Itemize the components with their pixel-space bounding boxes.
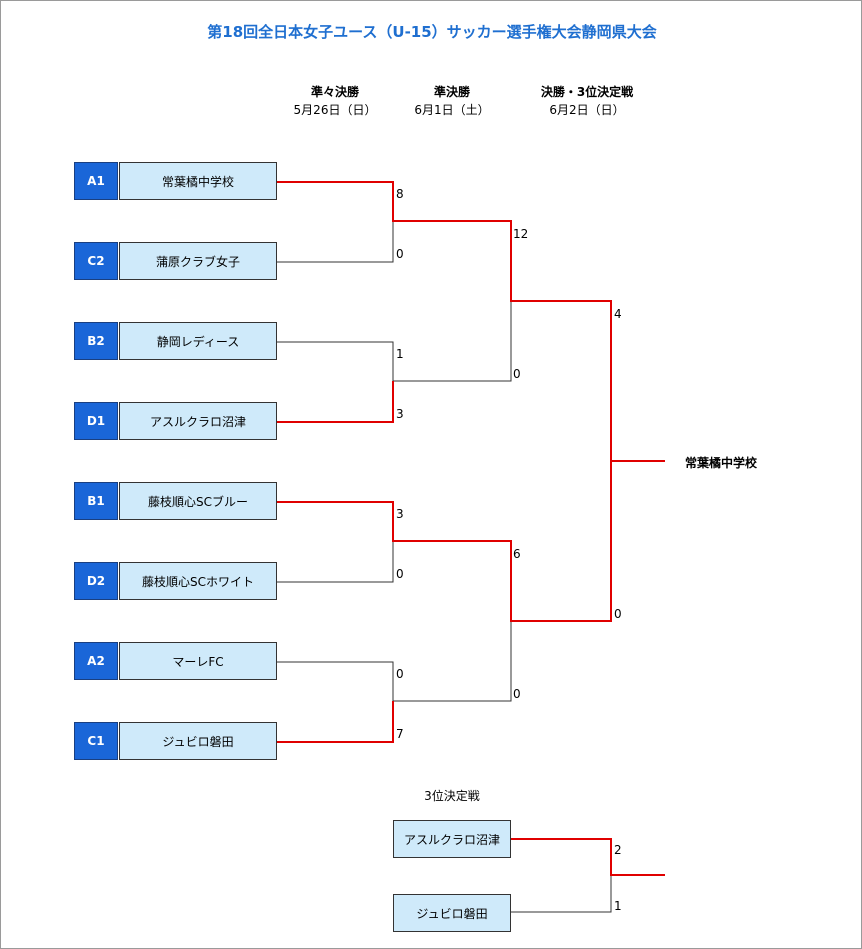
bracket-line-winner <box>277 381 394 423</box>
page-title: 第18回全日本女子ユース（U-15）サッカー選手権大会静岡県大会 <box>207 23 657 41</box>
score-label: 2 <box>614 843 622 857</box>
bracket-line-loser <box>277 221 394 263</box>
seed-badge: C1 <box>74 722 118 760</box>
score-label: 12 <box>513 227 529 241</box>
seed-badge: D2 <box>74 562 118 600</box>
score-label: 0 <box>614 607 622 621</box>
team-box: ジュビロ磐田 <box>119 722 277 760</box>
seed-badge: A2 <box>74 642 118 680</box>
bracket-line-winner <box>277 461 612 622</box>
score-label: 7 <box>396 727 404 741</box>
team-box: 蒲原クラブ女子 <box>119 242 277 280</box>
bracket-line-winner <box>511 838 665 876</box>
bracket-line-loser <box>277 541 394 583</box>
bracket-line-loser <box>511 875 612 913</box>
team-box: 静岡レディース <box>119 322 277 360</box>
bracket-line-loser <box>277 341 394 381</box>
bracket-line-loser <box>393 621 512 702</box>
round-date: 6月2日（日） <box>549 103 625 117</box>
round-name: 準決勝 <box>433 85 470 99</box>
round-date: 5月26日（日） <box>293 103 377 117</box>
team-box: 藤枝順心SCブルー <box>119 482 277 520</box>
score-label: 1 <box>614 899 622 913</box>
third-place-team-box: アスルクラロ沼津 <box>393 820 511 858</box>
score-label: 0 <box>396 247 404 261</box>
team-box: 常葉橘中学校 <box>119 162 277 200</box>
round-date: 6月1日（土） <box>414 103 490 117</box>
score-label: 8 <box>396 187 404 201</box>
score-label: 1 <box>396 347 404 361</box>
score-label: 3 <box>396 507 404 521</box>
round-header-final: 決勝・3位決定戦 6月2日（日） <box>507 83 667 119</box>
seed-badge: A1 <box>74 162 118 200</box>
score-label: 0 <box>396 667 404 681</box>
champion-label: 常葉橘中学校 <box>685 456 758 470</box>
score-label: 0 <box>396 567 404 581</box>
third-place-team-box: ジュビロ磐田 <box>393 894 511 932</box>
bracket-line-loser <box>393 301 512 382</box>
team-box: マーレFC <box>119 642 277 680</box>
seed-badge: B1 <box>74 482 118 520</box>
round-header-quarterfinal: 準々決勝 5月26日（日） <box>255 83 415 119</box>
round-name: 準々決勝 <box>310 85 359 99</box>
score-label: 0 <box>513 367 521 381</box>
score-label: 6 <box>513 547 521 561</box>
seed-badge: B2 <box>74 322 118 360</box>
bracket-line-winner <box>277 181 665 462</box>
score-label: 4 <box>614 307 622 321</box>
round-header-semifinal: 準決勝 6月1日（土） <box>372 83 532 119</box>
team-box: アスルクラロ沼津 <box>119 402 277 440</box>
score-label: 3 <box>396 407 404 421</box>
seed-badge: D1 <box>74 402 118 440</box>
bracket-line-winner <box>277 701 394 743</box>
round-name: 決勝・3位決定戦 <box>540 85 634 99</box>
bracket-line-loser <box>277 661 394 701</box>
score-label: 0 <box>513 687 521 701</box>
third-place-label: 3位決定戦 <box>424 789 480 803</box>
seed-badge: C2 <box>74 242 118 280</box>
team-box: 藤枝順心SCホワイト <box>119 562 277 600</box>
